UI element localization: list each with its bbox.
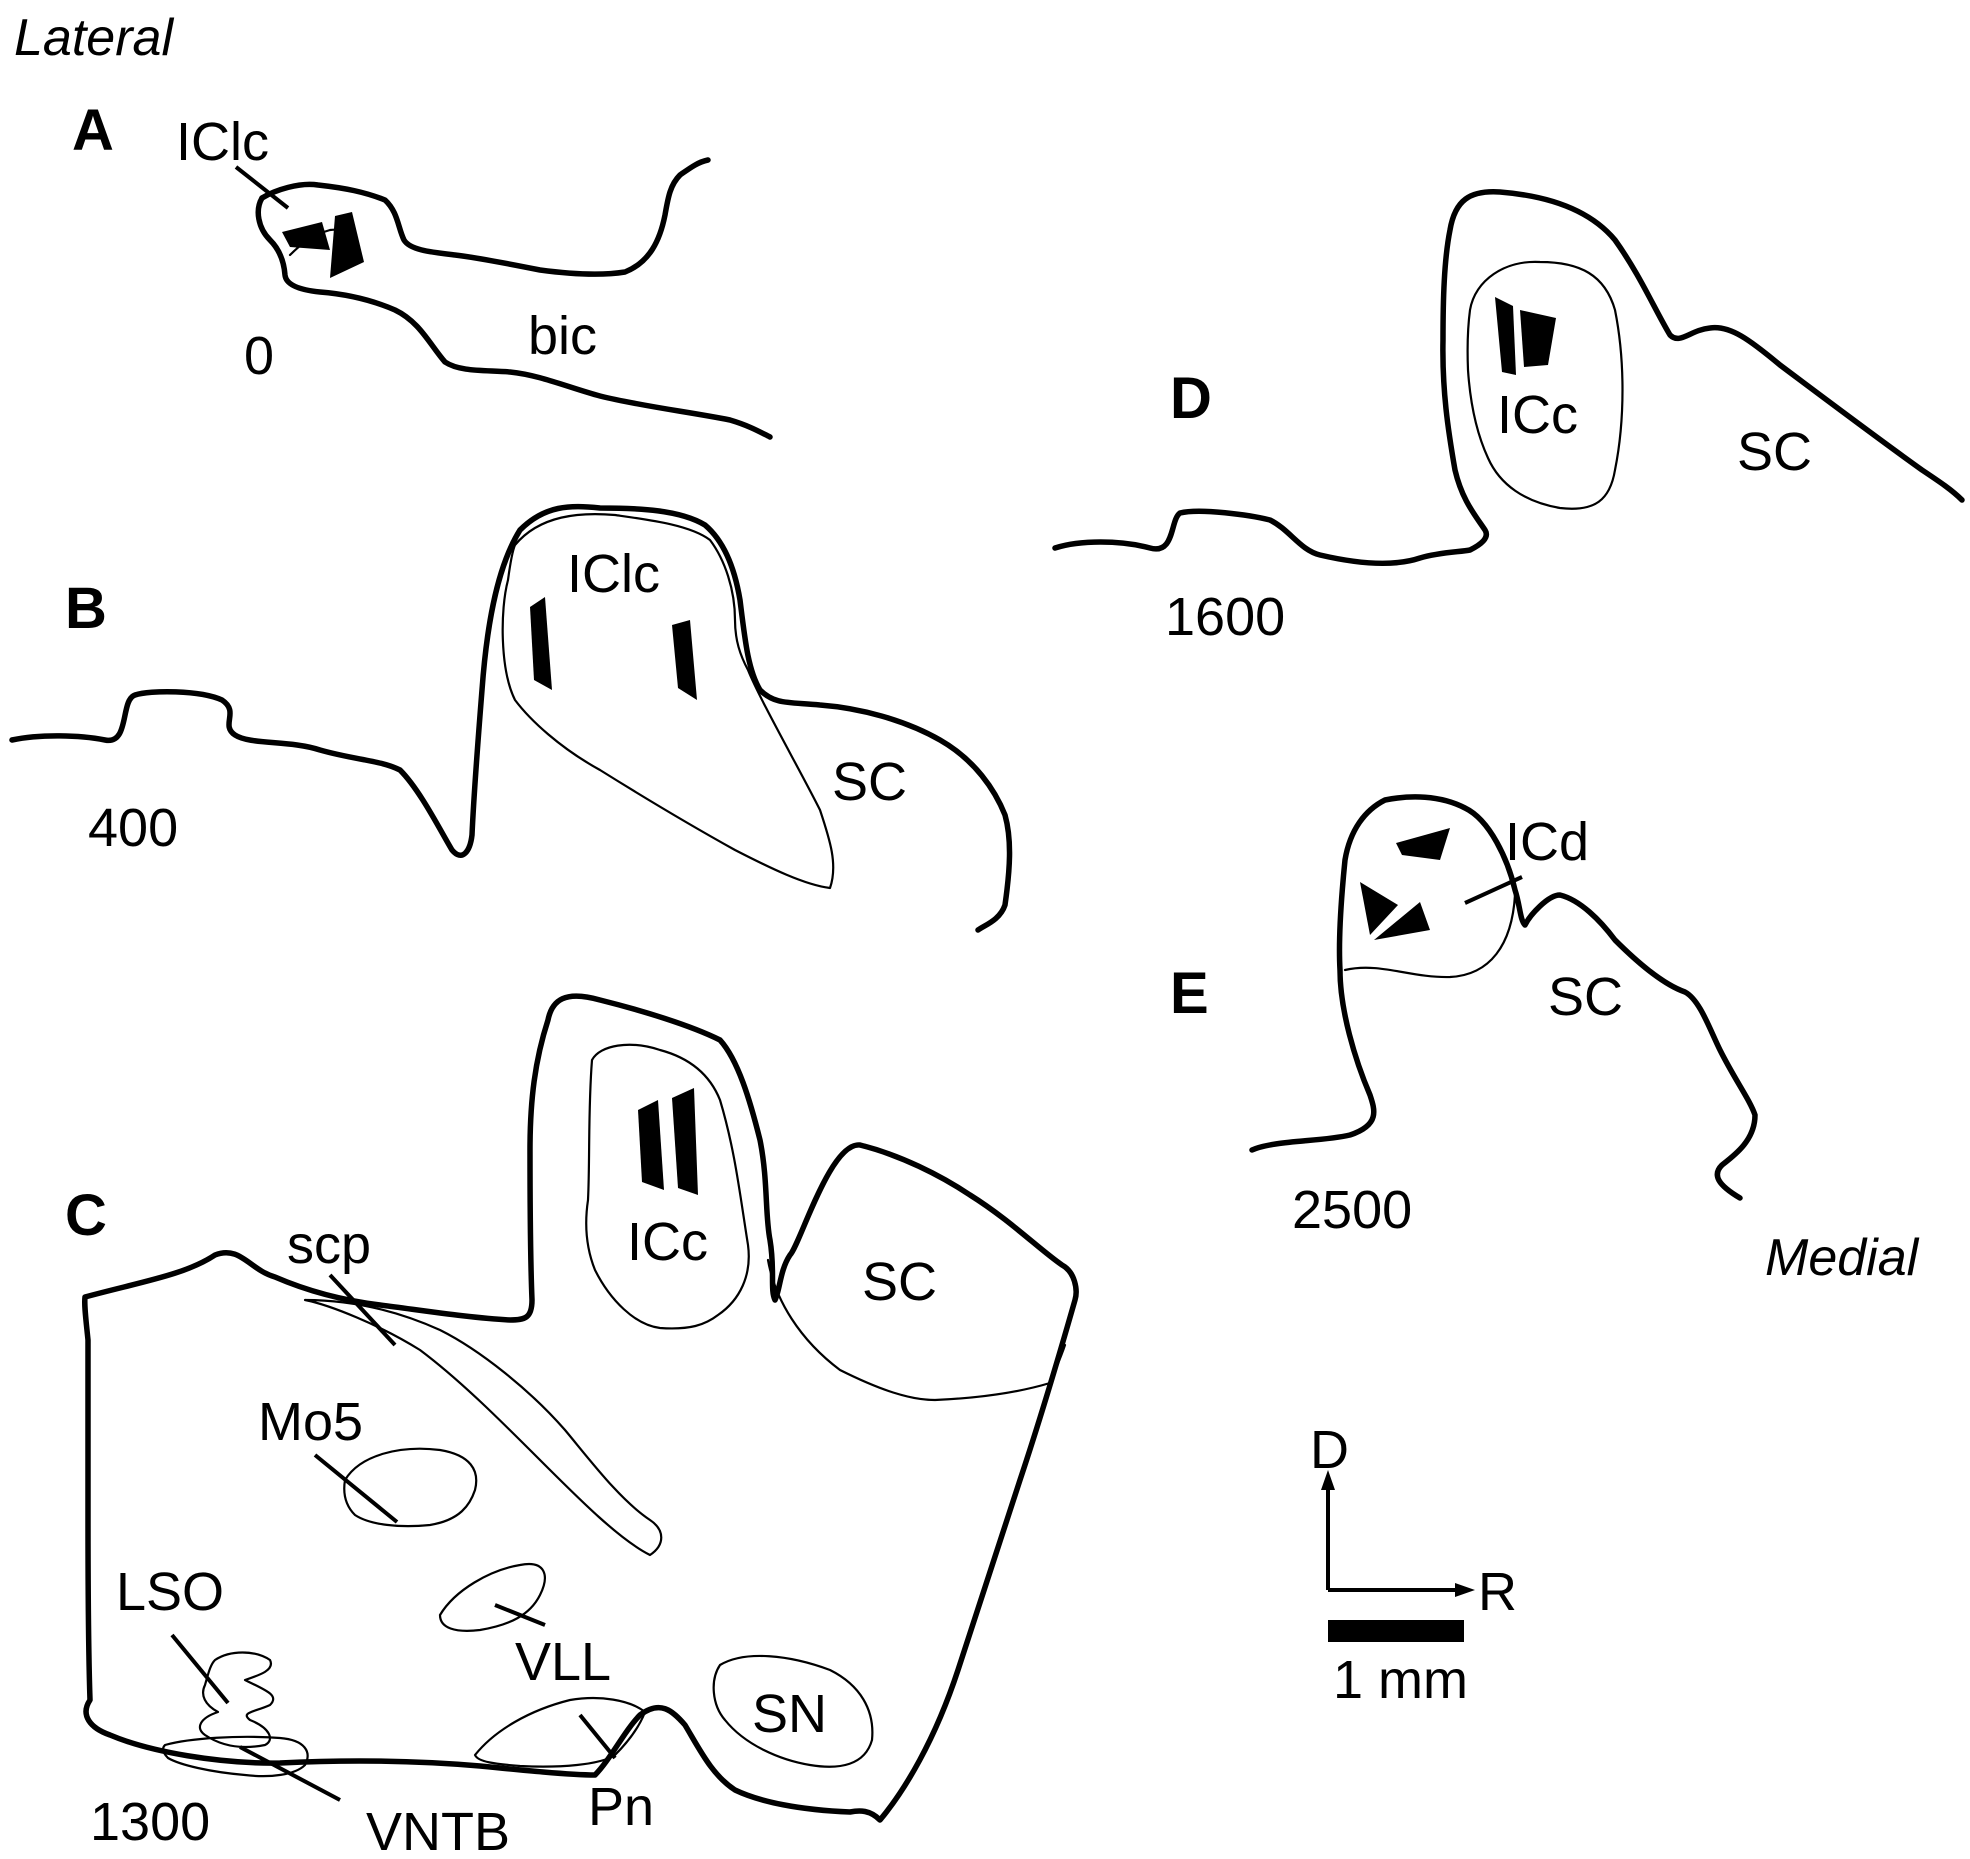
panel-e-recording-mark-1 <box>1396 828 1450 860</box>
panel-a-recording-mark-1 <box>282 222 330 250</box>
panel-d-recording-mark-2 <box>1520 310 1556 367</box>
orientation-axes: D R <box>1310 1420 1517 1622</box>
panel-b-sc-label: SC <box>832 752 907 812</box>
panel-c-scp-label: scp <box>287 1215 371 1275</box>
panel-c-vll-label: VLL <box>515 1632 611 1692</box>
panel-c-icc-label: ICc <box>627 1212 708 1272</box>
rostral-arrow-icon <box>1455 1583 1475 1597</box>
panel-c-lso-boundary <box>198 1651 275 1749</box>
panel-c: C ICc SC scp Mo5 VLL <box>65 993 1079 1859</box>
panel-c-sc-boundary <box>766 1258 1067 1402</box>
panel-c-outline <box>82 993 1079 1823</box>
panel-a-outline-upper <box>259 157 711 277</box>
medial-label: Medial <box>1765 1229 1920 1287</box>
panel-c-icc-boundary <box>585 1043 750 1330</box>
scale-bar-label: 1 mm <box>1333 1650 1468 1710</box>
panel-c-pn-label: Pn <box>588 1777 654 1837</box>
panel-e-recording-mark-2 <box>1360 882 1398 935</box>
panel-a-recording-mark-2 <box>330 212 364 278</box>
panel-b-recording-mark-1 <box>530 597 552 690</box>
panel-c-vntb-label: VNTB <box>366 1802 510 1859</box>
scale-bar: 1 mm <box>1328 1620 1468 1710</box>
panel-e-icd-leader <box>1464 875 1523 905</box>
panel-c-pn-leader <box>578 1713 617 1760</box>
panel-e-outline <box>1249 794 1758 1201</box>
panel-c-vntb-leader <box>239 1745 341 1802</box>
panel-e-letter: E <box>1170 961 1209 1026</box>
panel-b: B IClc SC 400 <box>9 503 1013 933</box>
panel-c-recording-mark-1 <box>638 1100 664 1190</box>
lateral-label: Lateral <box>14 9 174 67</box>
panel-b-letter: B <box>65 576 107 641</box>
panel-c-sn-boundary <box>712 1654 874 1768</box>
panel-a-letter: A <box>72 98 114 163</box>
panel-d-recording-mark-1 <box>1495 297 1516 375</box>
panel-a: A IClc bic 0 <box>72 98 773 440</box>
panel-c-mo5-boundary <box>343 1447 478 1528</box>
panel-c-depth: 1300 <box>90 1792 210 1852</box>
panel-d-sc-label: SC <box>1737 422 1812 482</box>
panel-c-mo5-label: Mo5 <box>258 1392 363 1452</box>
dorsal-arrow-icon <box>1321 1470 1335 1490</box>
panel-a-iclc-leader <box>234 165 290 210</box>
panel-e: E ICd SC 2500 <box>1170 794 1758 1240</box>
panel-c-lso-leader <box>170 1633 230 1705</box>
panel-c-scp-leader <box>328 1273 397 1347</box>
panel-c-vll-boundary <box>438 1562 546 1632</box>
panel-b-iclc-boundary <box>501 512 835 890</box>
dorsal-label: D <box>1310 1420 1349 1480</box>
panel-d: D ICc SC 1600 <box>1052 189 1965 647</box>
panel-b-depth: 400 <box>88 798 178 858</box>
panel-c-sc-label: SC <box>862 1252 937 1312</box>
panel-c-letter: C <box>65 1183 107 1248</box>
panel-e-recording-mark-3 <box>1374 902 1430 940</box>
panel-a-depth: 0 <box>244 326 274 386</box>
panel-c-mo5-leader <box>313 1453 399 1524</box>
panel-c-scp-boundary <box>303 1298 663 1557</box>
panel-d-depth: 1600 <box>1165 587 1285 647</box>
panel-c-recording-mark-2 <box>672 1088 698 1195</box>
scale-bar-rect <box>1328 1620 1464 1642</box>
panel-c-vll-leader <box>494 1603 546 1627</box>
panel-d-icc-label: ICc <box>1497 385 1578 445</box>
panel-a-outline-lower <box>255 195 773 440</box>
rostral-label: R <box>1478 1562 1517 1622</box>
panel-e-icd-boundary <box>1343 893 1517 979</box>
panel-e-depth: 2500 <box>1292 1180 1412 1240</box>
panel-c-pn-boundary <box>473 1697 647 1768</box>
panel-b-iclc-label: IClc <box>567 544 660 604</box>
panel-a-bic-label: bic <box>528 306 597 366</box>
panel-d-letter: D <box>1170 366 1212 431</box>
panel-b-recording-mark-2 <box>672 620 697 700</box>
panel-b-outline <box>9 503 1013 933</box>
panel-c-sn-label: SN <box>752 1684 827 1744</box>
panel-a-iclc-label: IClc <box>176 112 269 172</box>
panel-e-icd-label: ICd <box>1505 812 1589 872</box>
panel-d-icc-boundary <box>1466 260 1624 510</box>
panel-e-sc-label: SC <box>1548 967 1623 1027</box>
panel-c-lso-label: LSO <box>116 1562 224 1622</box>
panel-d-outline <box>1052 189 1965 567</box>
